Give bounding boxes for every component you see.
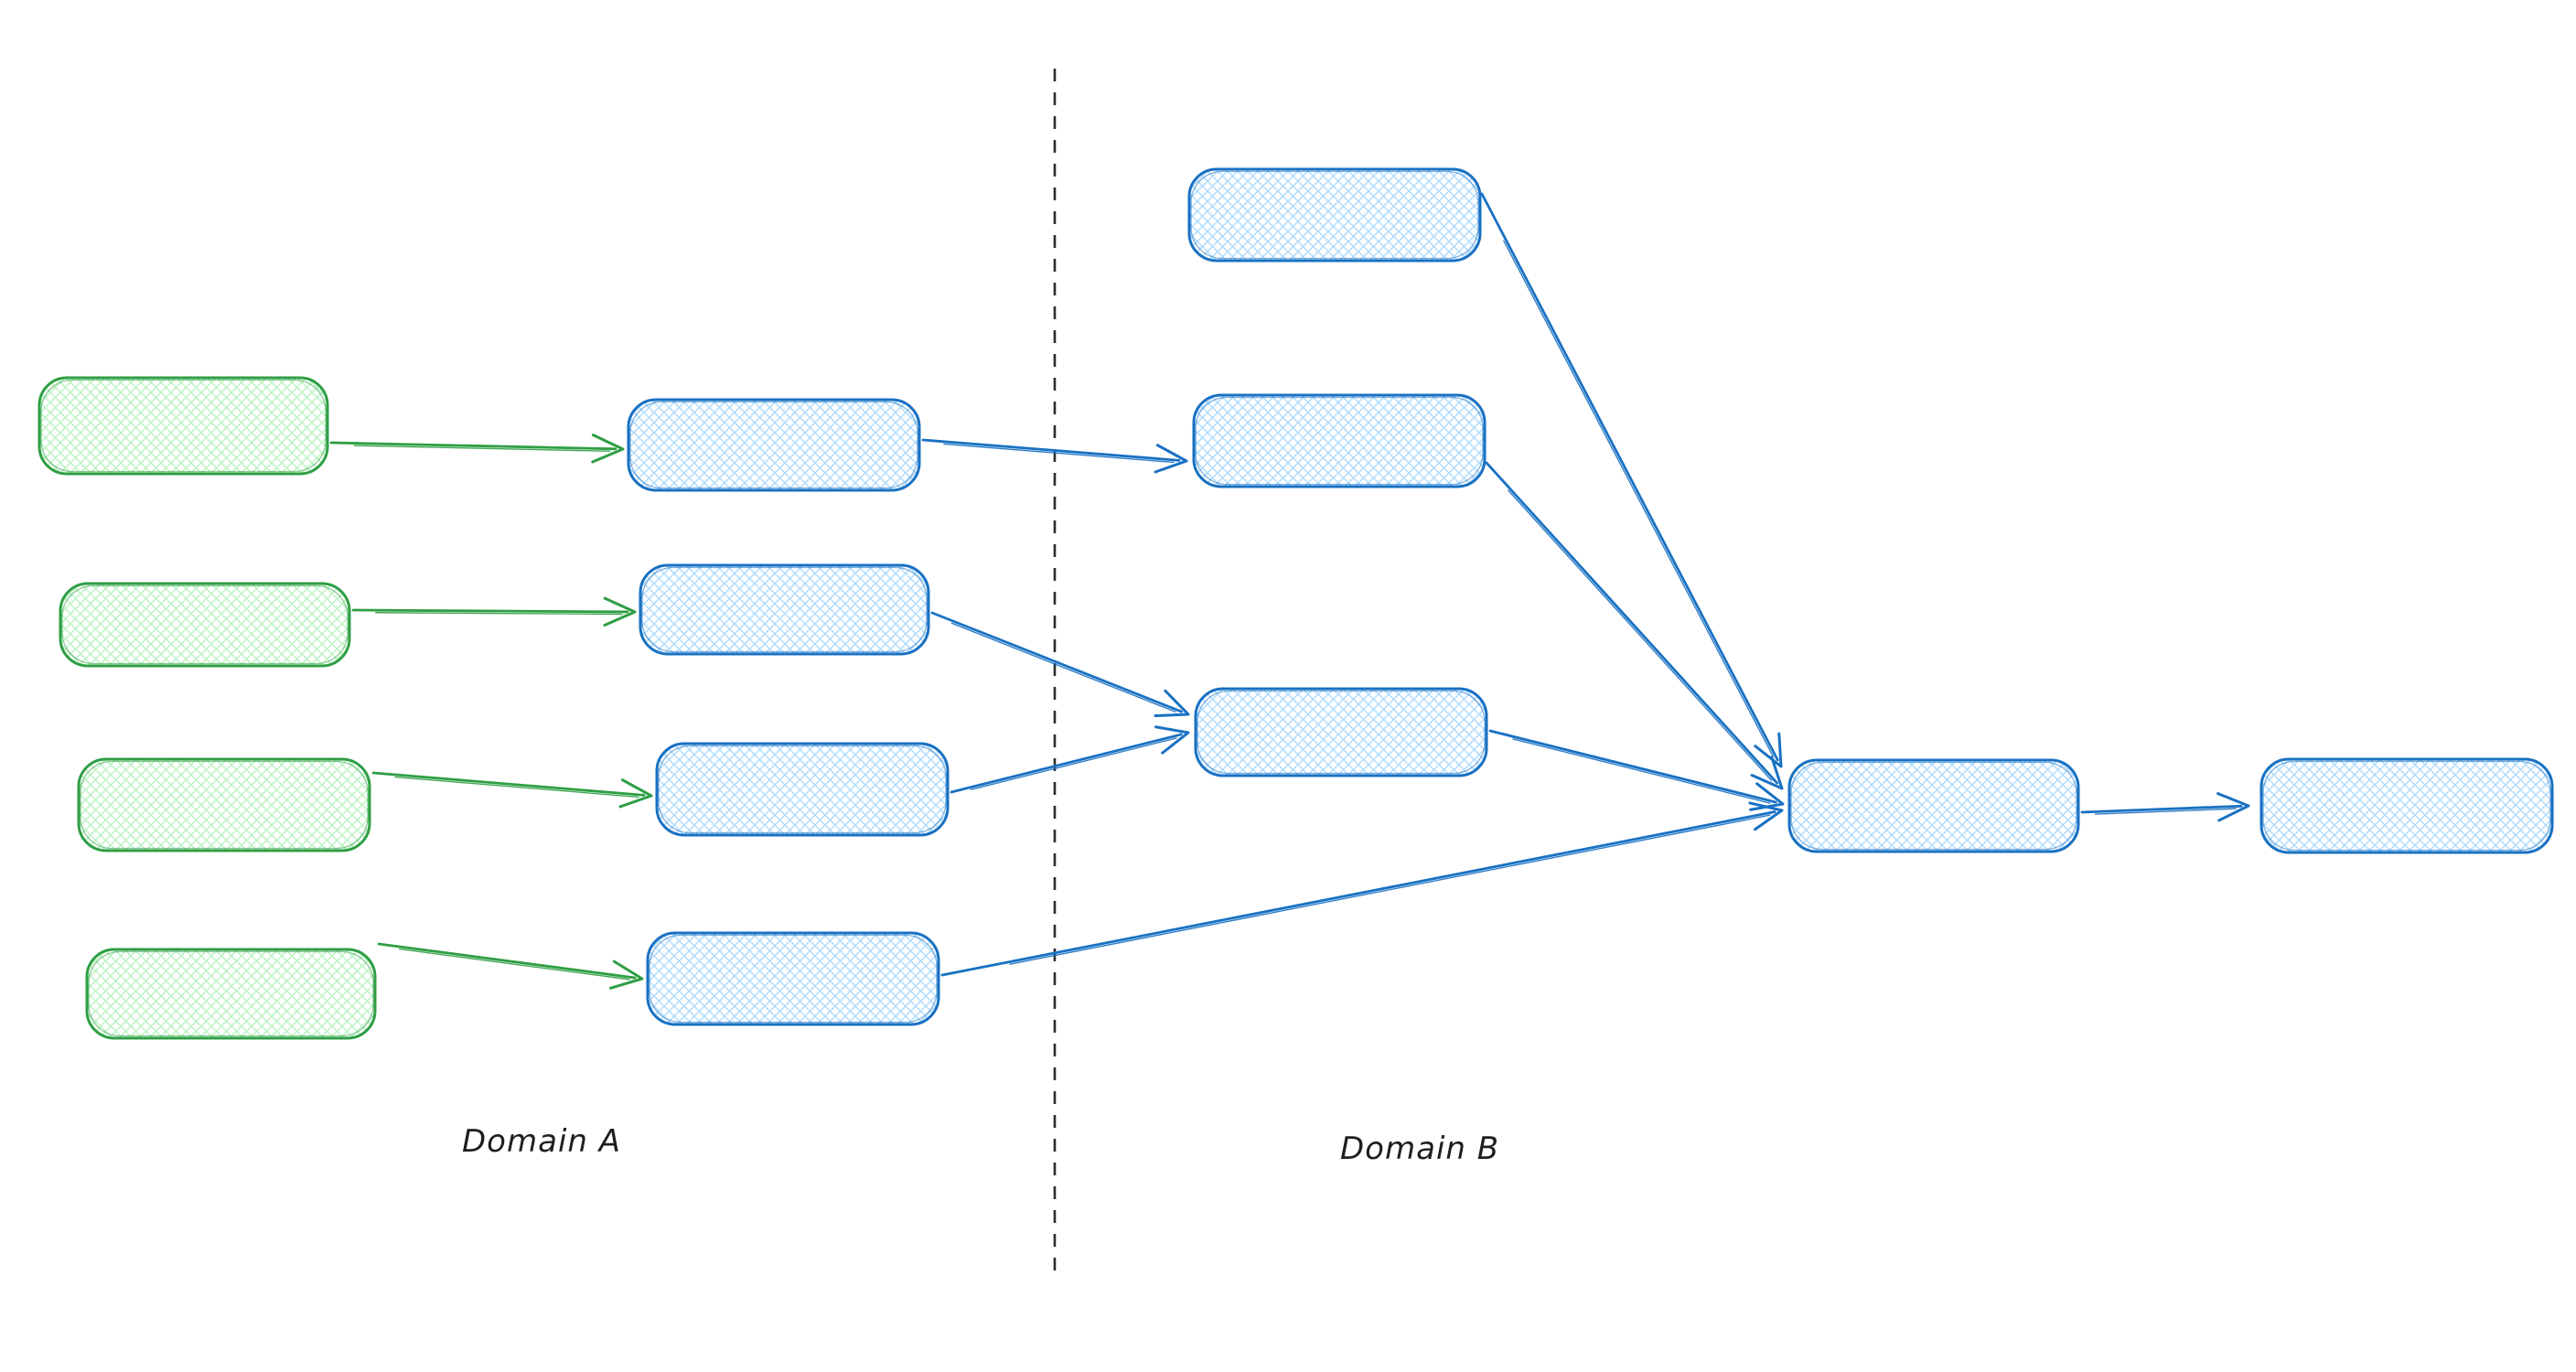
domain-a-label[interactable]: Domain A bbox=[462, 1123, 621, 1160]
arrow-blue-a3-to-blue-b3[interactable] bbox=[950, 725, 1190, 794]
node-blue-a3[interactable] bbox=[655, 742, 950, 837]
arrow-blue-a4-to-aggregator[interactable] bbox=[940, 801, 1784, 977]
arrow-aggregator-to-output[interactable] bbox=[2080, 792, 2250, 822]
arrow-green-2-to-blue-a2[interactable] bbox=[351, 596, 637, 627]
node-output[interactable] bbox=[2259, 757, 2554, 854]
arrow-green-1-to-blue-a1[interactable] bbox=[329, 434, 625, 464]
arrow-blue-a1-to-blue-b2[interactable] bbox=[921, 438, 1188, 474]
node-green-4[interactable] bbox=[85, 948, 377, 1040]
node-blue-b3[interactable] bbox=[1194, 687, 1488, 777]
node-blue-a2[interactable] bbox=[639, 563, 930, 656]
node-green-3[interactable] bbox=[77, 757, 371, 852]
node-blue-b2[interactable] bbox=[1192, 393, 1487, 488]
node-blue-b1[interactable] bbox=[1187, 167, 1482, 263]
arrow-blue-a2-to-blue-b3[interactable] bbox=[930, 611, 1190, 718]
node-green-1[interactable] bbox=[38, 376, 329, 476]
arrow-green-3-to-blue-a3[interactable] bbox=[371, 771, 653, 809]
arrow-blue-b2-to-aggregator[interactable] bbox=[1485, 461, 1784, 790]
arrow-blue-b3-to-aggregator[interactable] bbox=[1488, 729, 1785, 811]
node-blue-a4[interactable] bbox=[646, 931, 940, 1026]
domain-b-label[interactable]: Domain B bbox=[1340, 1131, 1500, 1167]
node-green-2[interactable] bbox=[59, 582, 351, 668]
arrow-green-4-to-blue-a4[interactable] bbox=[377, 942, 644, 990]
node-aggregator[interactable] bbox=[1787, 758, 2080, 853]
arrow-blue-b1-to-aggregator[interactable] bbox=[1480, 192, 1783, 768]
node-blue-a1[interactable] bbox=[627, 398, 921, 492]
